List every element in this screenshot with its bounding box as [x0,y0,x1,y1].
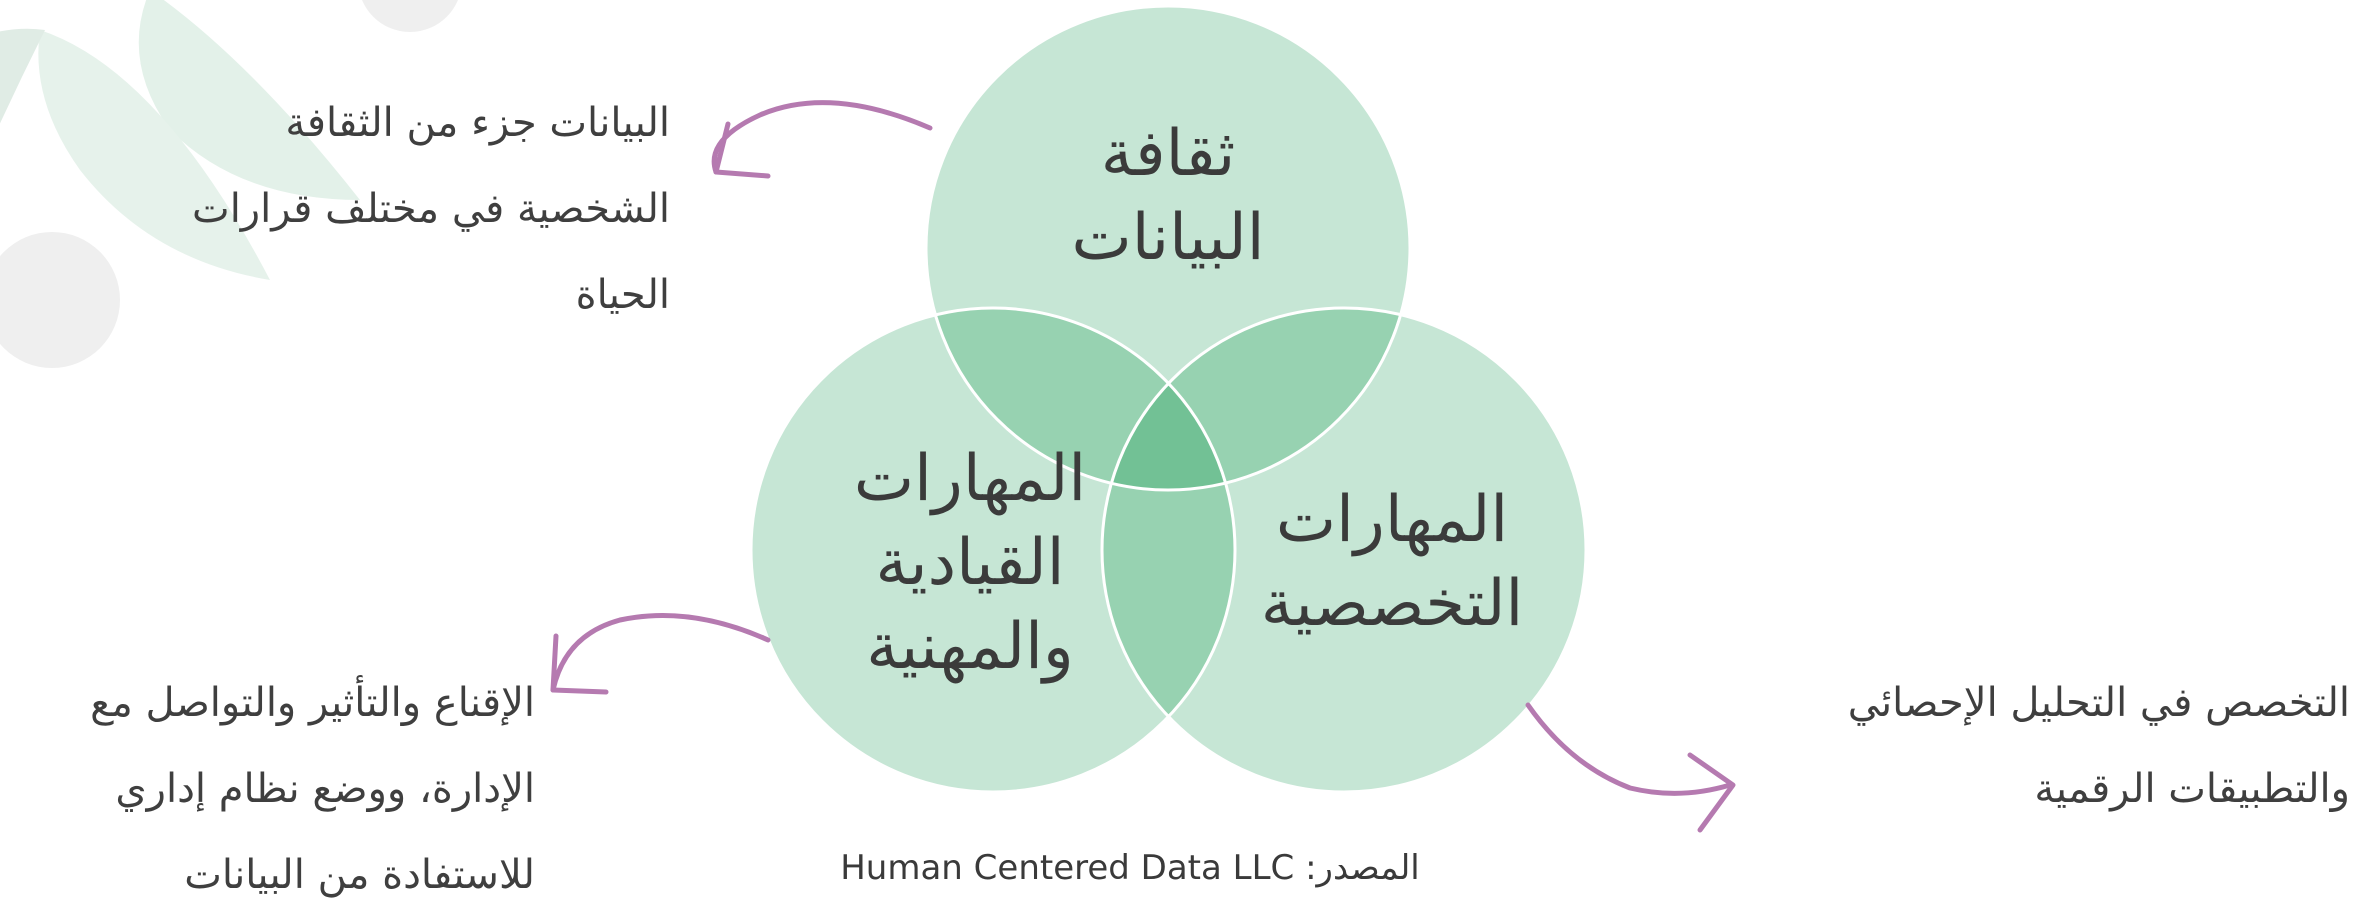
note-line: للاستفادة من البيانات [184,852,535,898]
label-data-culture: ثقافة البيانات [1018,112,1318,280]
leaf-shape [38,30,270,280]
label-line: المهارات [853,442,1087,516]
outline-specialized-skills [1100,306,1588,794]
note-line: الشخصية في مختلف قرارات [192,186,670,232]
source-caption: المصدر: Human Centered Data LLC [840,848,1420,888]
label-line: التخصصية [1260,567,1524,641]
decorative-dot [0,232,120,368]
overlap-culture-specialized [1102,308,1410,490]
leaf-shape [138,0,360,200]
label-specialized-skills: المهارات التخصصية [1232,478,1552,646]
note-line: التخصص في التحليل الإحصائي [1847,680,2350,726]
label-line: ثقافة [1100,117,1236,191]
decorative-dot [362,0,458,32]
note-data-culture: البيانات جزء من الثقافة الشخصية في مختلف… [70,80,670,338]
note-line: والتطبيقات الرقمية [2034,766,2350,812]
note-line: الحياة [575,272,670,318]
note-line: البيانات جزء من الثقافة [285,100,670,146]
note-line: الإدارة، ووضع نظام إداري [115,766,535,812]
label-line: القيادية [875,526,1065,600]
arrowhead-leadership-note [550,633,609,695]
label-line: المهارات [1275,483,1509,557]
note-specialized-skills: التخصص في التحليل الإحصائي والتطبيقات ال… [1730,660,2350,832]
venn-diagram-canvas [0,0,1736,833]
decorative-leaves [0,0,458,368]
label-line: والمهنية [866,610,1074,684]
arrow-culture-note [711,100,933,175]
leaf-shape [0,28,45,124]
arrow-specialized-note [1525,702,1733,796]
overlap-culture-leadership [926,308,1235,490]
label-line: البيانات [1071,201,1265,275]
arrowhead-specialized-note [1687,752,1736,833]
arrowhead-culture-note [713,121,771,179]
label-leadership-skills: المهارات القيادية والمهنية [800,437,1140,689]
note-line: الإقناع والتأثير والتواصل مع [90,680,535,726]
outline-data-culture [924,4,1412,492]
arrow-leadership-note [550,613,771,693]
note-leadership-skills: الإقناع والتأثير والتواصل مع الإدارة، وو… [10,660,535,918]
outline-leadership-skills [749,306,1237,794]
